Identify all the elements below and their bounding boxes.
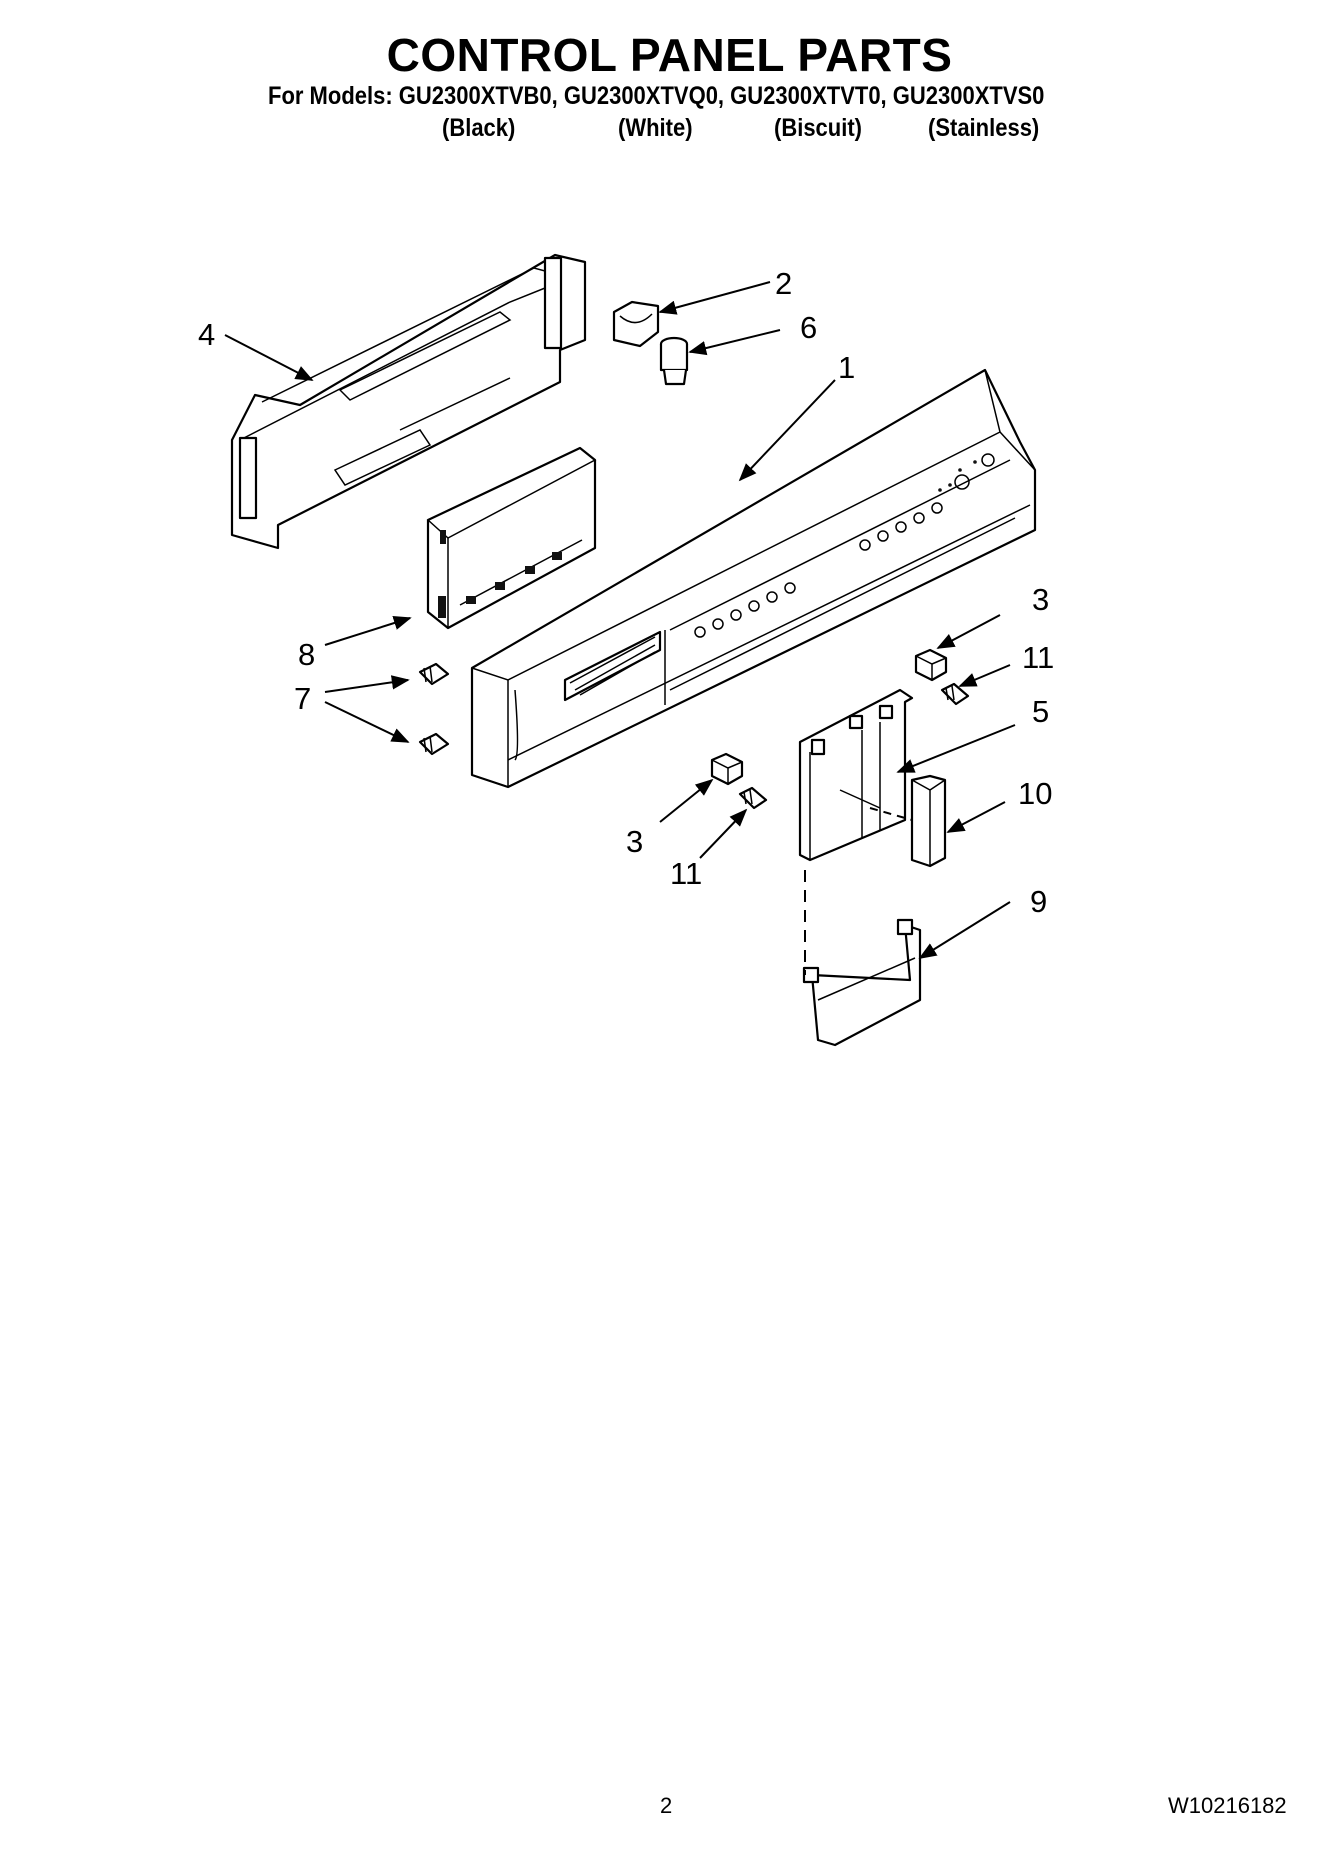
part-3-connector-lower bbox=[710, 752, 744, 786]
color-stainless-label: (Stainless) bbox=[928, 114, 1040, 142]
callout-6: 6 bbox=[800, 310, 817, 345]
callout-8: 8 bbox=[298, 637, 315, 672]
part-5-hinge-bracket bbox=[798, 688, 914, 862]
callout-10: 10 bbox=[1018, 776, 1052, 811]
callout-4: 4 bbox=[198, 317, 215, 352]
part-7-screws bbox=[418, 662, 450, 756]
callout-9: 9 bbox=[1030, 884, 1047, 919]
part-4-bracket bbox=[230, 253, 587, 550]
models-line: For Models: GU2300XTVB0, GU2300XTVQ0, GU… bbox=[268, 82, 1045, 110]
page-number: 2 bbox=[660, 1793, 673, 1818]
page-title: CONTROL PANEL PARTS bbox=[386, 29, 953, 81]
color-black-label: (Black) bbox=[442, 114, 516, 142]
part-1-console-panel bbox=[470, 368, 1037, 789]
part-10-clip bbox=[910, 774, 947, 868]
part-11-screw-lower bbox=[738, 786, 768, 810]
part-6-button bbox=[659, 336, 689, 386]
assembly-dashed-line bbox=[869, 807, 913, 821]
color-white-label: (White) bbox=[618, 114, 693, 142]
callout-2: 2 bbox=[775, 266, 792, 301]
callout-7: 7 bbox=[294, 681, 311, 716]
callout-3-upper: 3 bbox=[1032, 582, 1049, 617]
color-biscuit-label: (Biscuit) bbox=[774, 114, 862, 142]
part-11-screw-upper bbox=[940, 682, 970, 706]
callout-11-upper: 11 bbox=[1022, 640, 1054, 675]
part-3-connector-upper bbox=[914, 648, 948, 682]
callout-1: 1 bbox=[838, 350, 855, 385]
part-2-clip bbox=[612, 300, 660, 348]
leader-lines bbox=[224, 281, 1016, 959]
document-number: W10216182 bbox=[1168, 1793, 1287, 1818]
callout-3-lower: 3 bbox=[626, 824, 643, 859]
part-8-control-board bbox=[426, 446, 597, 630]
callout-11-lower: 11 bbox=[670, 856, 702, 891]
part-9-lower-bracket bbox=[802, 918, 922, 1047]
callout-5: 5 bbox=[1032, 694, 1049, 729]
